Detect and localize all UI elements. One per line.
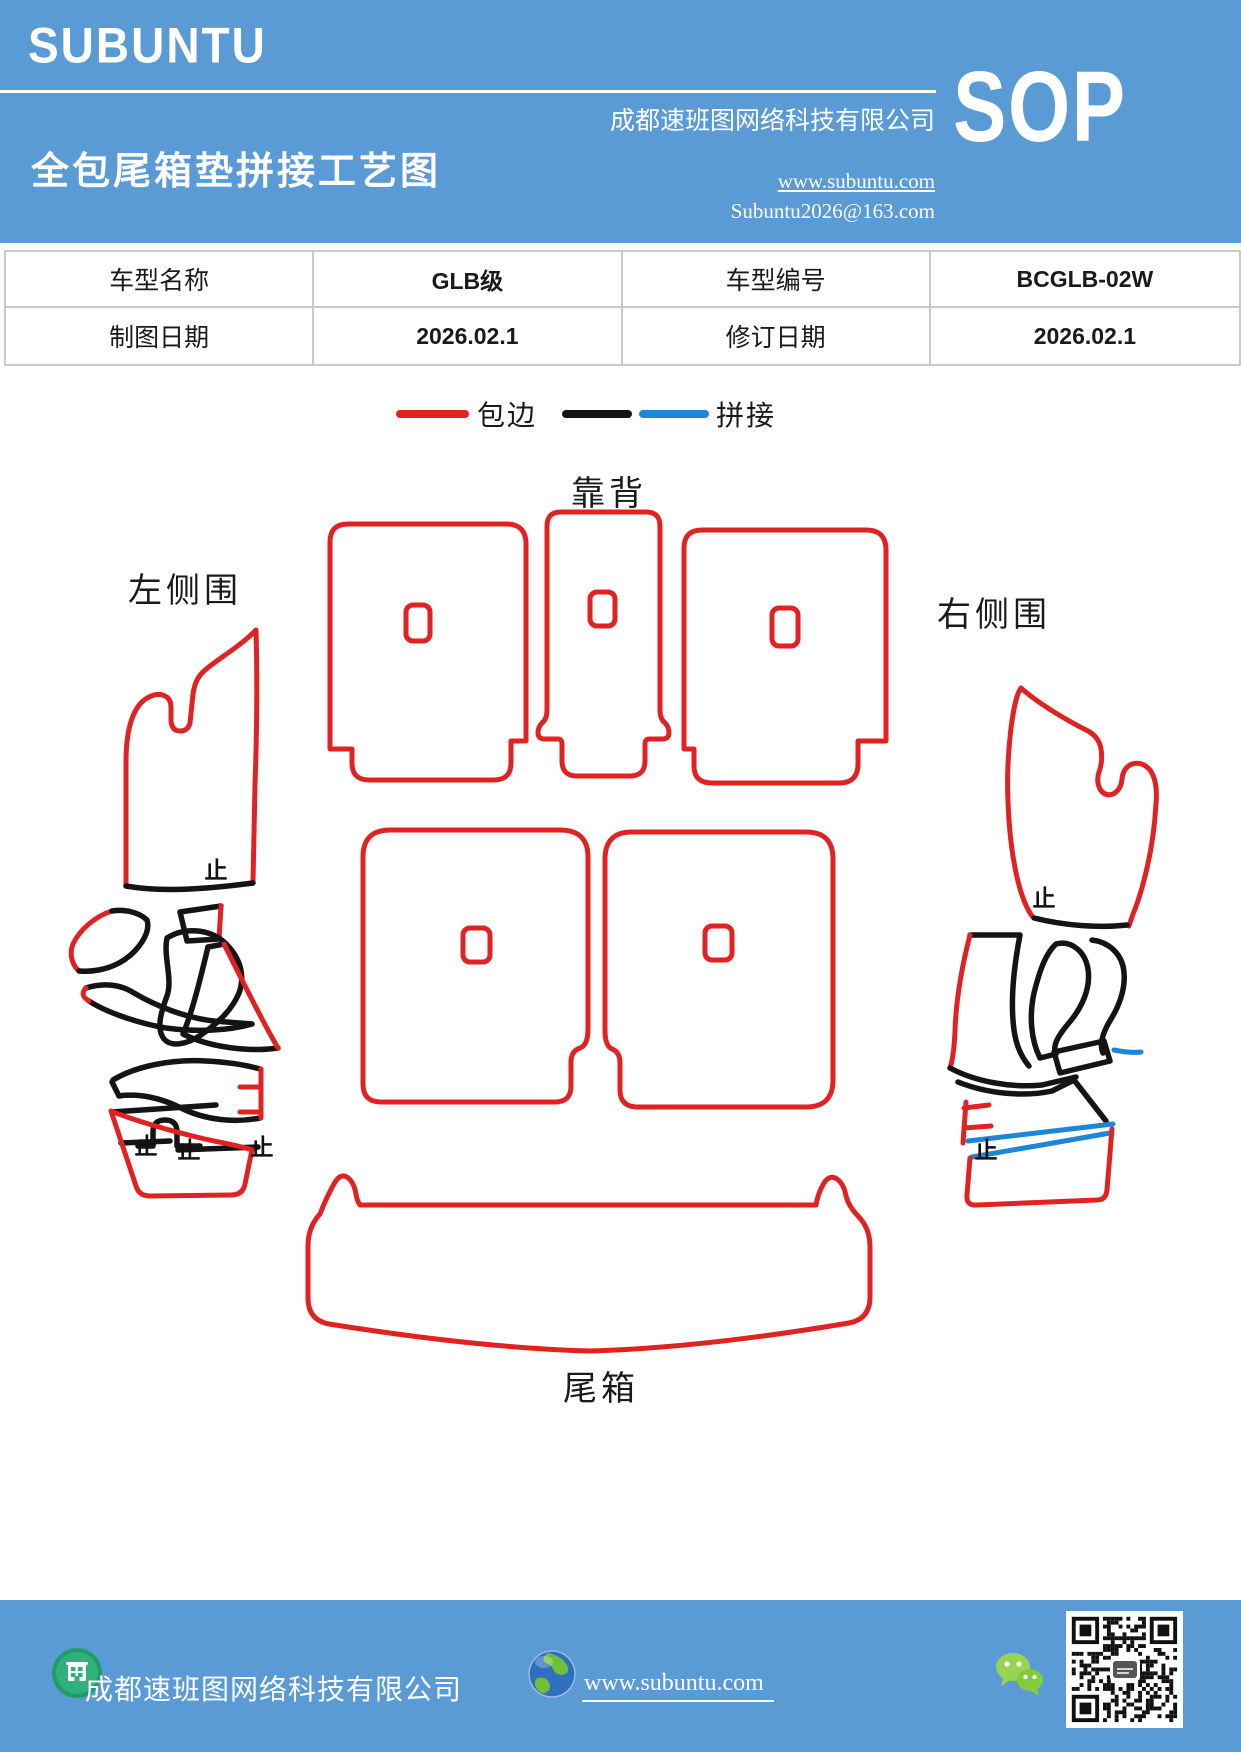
building-icon <box>52 1648 102 1698</box>
website-link[interactable]: www.subuntu.com <box>777 169 935 193</box>
headrest-hole <box>460 925 493 965</box>
left-side-cluster: 止 止 止 止 <box>68 627 281 1199</box>
legend: 包边 拼接 <box>396 400 776 431</box>
page-title: 全包尾箱垫拼接工艺图 <box>31 151 442 193</box>
stop-mark: 止 <box>205 857 228 883</box>
stop-mark: 止 <box>1033 885 1056 911</box>
backrest-center-piece <box>535 509 672 779</box>
footer-company-name: 成都速班图网络科技有限公司 <box>85 1675 463 1706</box>
model-name-value: GLB级 <box>314 252 623 308</box>
backrest-left-piece <box>327 521 529 783</box>
backrest-right-piece <box>681 527 889 786</box>
draw-date-label: 制图日期 <box>6 308 315 364</box>
stop-mark: 止 <box>251 1134 274 1160</box>
revise-date-label: 修订日期 <box>623 308 931 364</box>
headrest-hole <box>769 605 801 649</box>
right-side-label: 右侧围 <box>937 596 1051 634</box>
left-side-label: 左侧围 <box>128 572 242 610</box>
headrest-hole <box>403 602 433 644</box>
globe-icon <box>528 1650 576 1698</box>
backrest-label: 靠背 <box>571 475 647 513</box>
headrest-hole <box>702 923 735 963</box>
trunk-mat-outline <box>305 1173 873 1354</box>
vehicle-info-table: 车型名称 GLB级 车型编号 BCGLB-02W 制图日期 2026.02.1 … <box>4 250 1241 366</box>
header-banner: SUBUNTU 成都速班图网络科技有限公司 全包尾箱垫拼接工艺图 www.sub… <box>0 0 1241 243</box>
model-name-label: 车型名称 <box>6 252 315 308</box>
revise-date-value: 2026.02.1 <box>1033 322 1137 349</box>
footer-website-link[interactable]: www.subuntu.com <box>582 1670 774 1702</box>
stop-mark: 止 <box>975 1137 998 1163</box>
draw-date-value: 2026.02.1 <box>314 308 623 364</box>
wechat-icon <box>996 1653 1043 1696</box>
sop-badge: SOP <box>953 51 1127 163</box>
seatback-right-mat <box>602 829 836 1110</box>
headrest-hole <box>587 589 618 629</box>
model-code-label: 车型编号 <box>622 252 931 308</box>
qr-code <box>1066 1611 1183 1728</box>
brand-logo: SUBUNTU <box>28 17 267 74</box>
legend-edging-label: 包边 <box>477 400 537 431</box>
right-side-cluster: 止 止 <box>947 685 1159 1208</box>
email-address: Subuntu2026@163.com <box>730 199 935 223</box>
pattern-diagram: 包边 拼接 靠背 左侧围 右侧围 尾箱 <box>68 400 1159 1408</box>
model-code-value: BCGLB-02W <box>930 252 1239 308</box>
company-name: 成都速班图网络科技有限公司 <box>609 108 935 135</box>
stop-mark: 止 <box>178 1137 201 1163</box>
trunk-label: 尾箱 <box>563 1370 639 1408</box>
header-divider <box>0 90 936 93</box>
seatback-left-mat <box>360 827 591 1105</box>
legend-stitch-label: 拼接 <box>716 400 776 431</box>
stop-mark: 止 <box>135 1133 158 1159</box>
